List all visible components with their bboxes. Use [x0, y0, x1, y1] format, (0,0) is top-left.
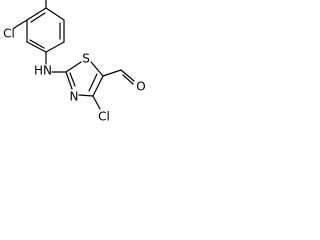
bond [45, 41, 65, 53]
atom-s: S [82, 52, 90, 66]
bond [26, 7, 47, 21]
atom-nh: HN [34, 64, 52, 78]
bond [78, 94, 94, 97]
bond [65, 61, 82, 73]
atom-o: O [136, 80, 145, 94]
atom-n: N [70, 90, 79, 104]
double-bond [88, 73, 98, 92]
bond [90, 61, 104, 77]
bond [45, 7, 65, 21]
atom-cl-aryl: Cl [3, 27, 15, 41]
thiazole-ring [65, 61, 104, 97]
bond-aldehyde-co-double [122, 74, 134, 85]
benzene-ring [26, 7, 65, 53]
bond-aldehyde-c [102, 69, 122, 77]
bond-cl-aryl [13, 19, 28, 29]
double-bond [69, 72, 76, 87]
atom-cl-thiazole: Cl [98, 110, 110, 124]
bond [65, 71, 73, 90]
chemical-structure: Cl HN S N Cl O [3, 0, 146, 124]
double-bond [30, 12, 46, 23]
bond [26, 41, 47, 53]
bond-cl-thiazole [92, 95, 101, 110]
double-bond [29, 39, 45, 49]
bond-aldehyde-co [120, 69, 135, 82]
bond [92, 75, 104, 97]
